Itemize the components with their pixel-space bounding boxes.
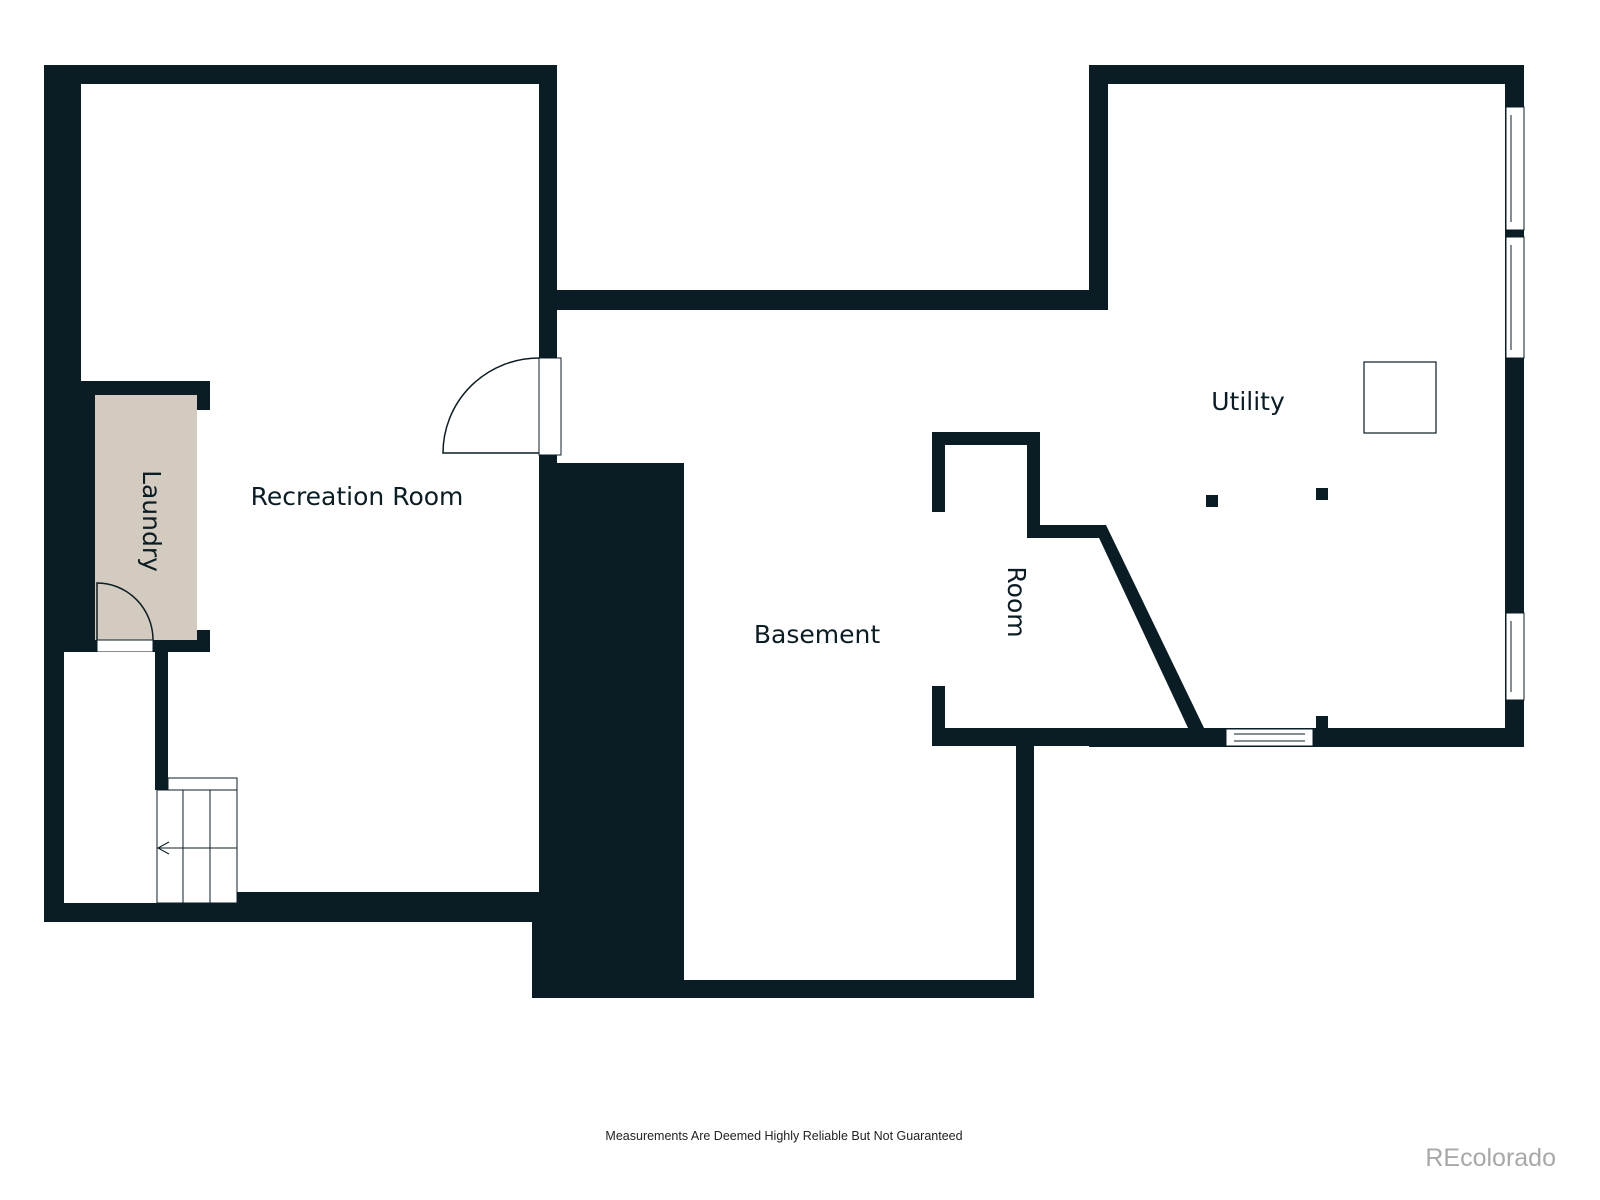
recreation-door-swing xyxy=(442,357,540,454)
pillar xyxy=(1316,488,1328,500)
window xyxy=(1505,612,1525,701)
stairs xyxy=(156,777,238,904)
laundry-floor xyxy=(95,395,197,640)
recreation-door-frame xyxy=(538,357,562,456)
brand-watermark: REcolorado xyxy=(1425,1144,1556,1172)
laundry-label: Laundry xyxy=(137,470,166,572)
window xyxy=(1505,106,1525,231)
disclaimer-text: Measurements Are Deemed Highly Reliable … xyxy=(605,1129,962,1143)
windows xyxy=(1225,106,1525,747)
room-label: Room xyxy=(1002,566,1031,637)
hall-top-wall xyxy=(539,290,1108,310)
furnace-outline xyxy=(1363,361,1437,434)
stair-arrow-icon xyxy=(156,841,170,855)
laundry-door-swing xyxy=(96,582,154,641)
basement-label: Basement xyxy=(754,620,880,649)
pillar xyxy=(1316,716,1328,730)
stair-closet xyxy=(64,652,155,903)
window xyxy=(1225,728,1314,747)
recreation-room-label: Recreation Room xyxy=(251,482,464,511)
utility-label: Utility xyxy=(1211,387,1285,416)
pillar xyxy=(1206,495,1218,507)
laundry-opening xyxy=(197,410,210,630)
laundry-door-frame xyxy=(96,639,154,653)
window xyxy=(1505,236,1525,359)
